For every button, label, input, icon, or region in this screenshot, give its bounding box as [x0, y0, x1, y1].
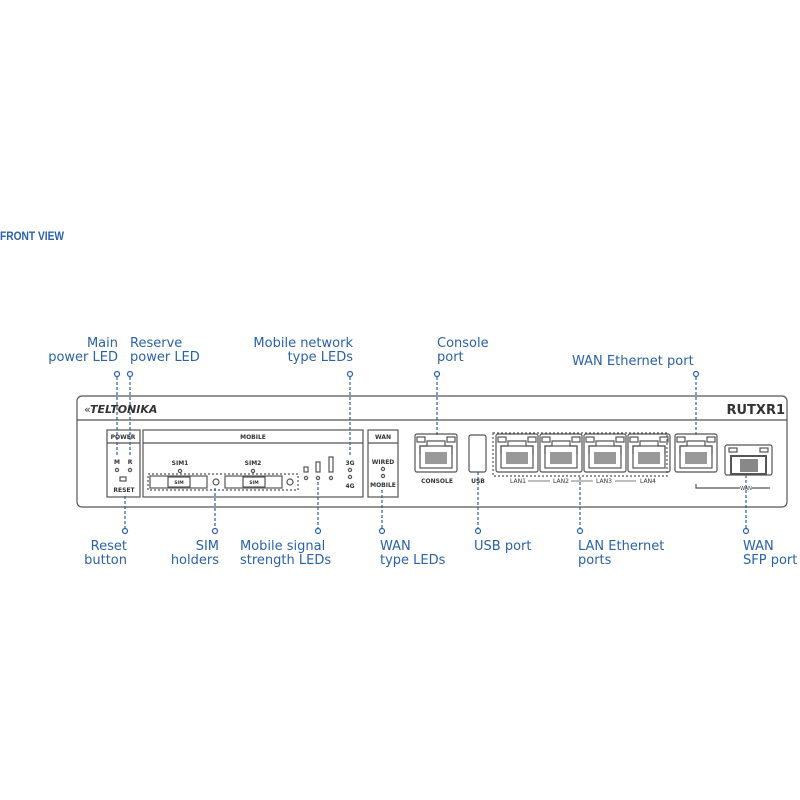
lan4-port	[627, 433, 671, 473]
mobile-label: MOBILE	[240, 434, 266, 441]
lan4-label: LAN4	[640, 478, 656, 485]
sim1-label: SIM1	[172, 460, 189, 467]
mobile-panel	[142, 429, 364, 498]
callout-wan-ethernet-port: WAN Ethernet port	[572, 354, 694, 369]
console-label: CONSOLE	[421, 478, 453, 485]
model-name: RUTXR1	[726, 403, 785, 418]
sim-tray-label: SIM	[174, 480, 184, 486]
usb-port	[468, 434, 487, 473]
m-led-label: M	[114, 459, 120, 466]
3g-label: 3G	[345, 460, 354, 467]
callout-dots	[113, 370, 750, 535]
wired-label: WIRED	[372, 459, 395, 466]
reset-label: RESET	[113, 487, 135, 494]
usb-label: USB	[471, 478, 485, 485]
reset-button	[119, 476, 127, 482]
sim2-holder	[224, 475, 283, 489]
teltonika-logo-icon: «	[84, 403, 91, 416]
sim2-label: SIM2	[245, 460, 262, 467]
mobile-wan-label: MOBILE	[370, 482, 396, 489]
sim-tray-label: SIM	[249, 480, 259, 486]
r-led-label: R	[128, 459, 133, 466]
diagram-title: FRONT VIEW	[0, 229, 65, 243]
callout-lines	[116, 377, 747, 528]
wan-panel	[367, 429, 399, 498]
lan2-label: LAN2	[553, 478, 569, 485]
wan-port-label: WAN	[740, 486, 752, 492]
lan1-label: LAN1	[510, 478, 526, 485]
sfp-port	[724, 444, 773, 476]
power-label: POWER	[111, 434, 136, 441]
lan3-label: LAN3	[596, 478, 612, 485]
console-port	[414, 433, 458, 473]
router-body	[76, 395, 788, 508]
sim1-holder	[149, 475, 208, 489]
wan-label: WAN	[375, 434, 391, 441]
callout-usb-port: USB port	[474, 539, 532, 554]
wan-ethernet-port	[674, 433, 718, 473]
brand-logo: TELTONIKA	[90, 403, 157, 416]
4g-label: 4G	[345, 483, 354, 490]
power-panel	[106, 429, 141, 498]
lan3-port	[583, 433, 627, 473]
lan2-port	[539, 433, 583, 473]
lan1-port	[495, 433, 539, 473]
